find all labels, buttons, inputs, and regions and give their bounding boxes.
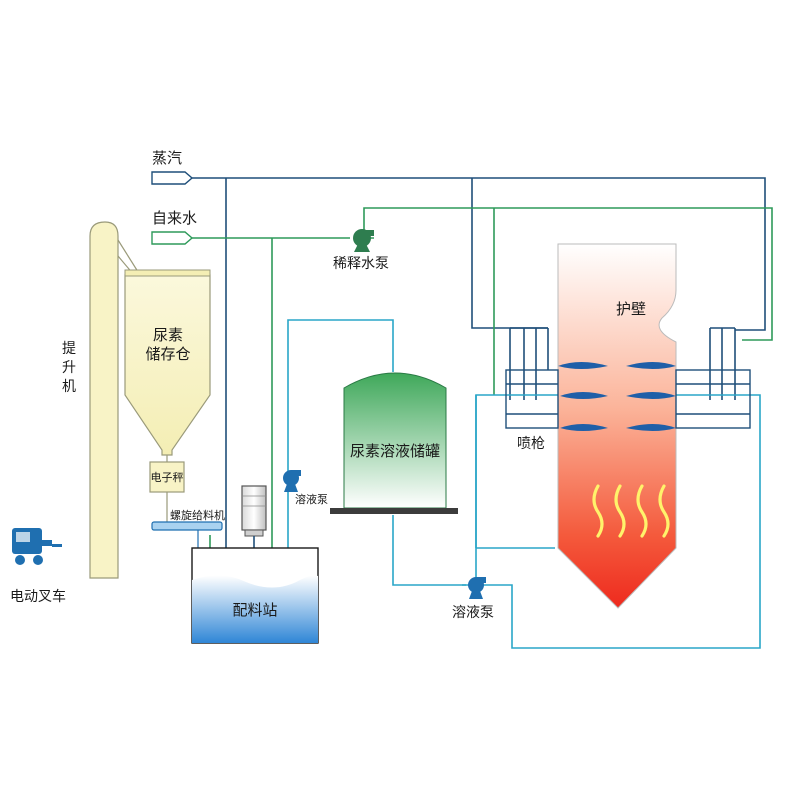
urea-storage-tank xyxy=(330,372,458,514)
mixing-station-label: 配料站 xyxy=(232,601,278,619)
spray-nozzles xyxy=(558,362,676,431)
forklift-icon xyxy=(12,528,62,565)
solution-pump-1-label: 溶液泵 xyxy=(295,493,328,506)
furnace xyxy=(557,243,677,609)
screw-feeder xyxy=(151,521,223,548)
storage-tank-label: 尿素溶液储罐 xyxy=(349,442,440,460)
urea-silo xyxy=(124,269,211,462)
scale-label: 电子秤 xyxy=(150,471,184,484)
elevator xyxy=(89,221,141,579)
water-inlet xyxy=(151,231,194,245)
steam-inlet xyxy=(151,171,194,185)
spray-gun-label: 喷枪 xyxy=(517,436,545,452)
silo-label-line2: 储存仓 xyxy=(145,345,191,363)
solution-pump-1-icon xyxy=(283,470,301,492)
tap-water-label: 自来水 xyxy=(152,209,198,227)
water-lines xyxy=(192,207,773,580)
forklift-label: 电动叉车 xyxy=(10,589,66,605)
screw-feeder-label: 螺旋给料机 xyxy=(170,509,225,522)
solution-pump-2-label: 溶液泵 xyxy=(452,605,494,621)
silo-label-line1: 尿素 xyxy=(152,326,183,344)
steam-lines xyxy=(192,177,766,548)
furnace-wall-label: 护壁 xyxy=(616,300,647,318)
flame-icon xyxy=(592,484,670,538)
electronic-scale xyxy=(149,461,185,522)
agitator-motor xyxy=(241,485,267,585)
elevator-label: 提升机 xyxy=(62,341,76,395)
solution-lines xyxy=(287,319,761,649)
dilution-pump-icon xyxy=(353,229,374,252)
nozzle-feed-frames xyxy=(505,369,751,429)
mixing-station xyxy=(191,547,319,644)
dilution-pump-label: 稀释水泵 xyxy=(333,256,389,272)
steam-label: 蒸汽 xyxy=(152,149,183,167)
solution-pump-2-icon xyxy=(468,577,486,599)
